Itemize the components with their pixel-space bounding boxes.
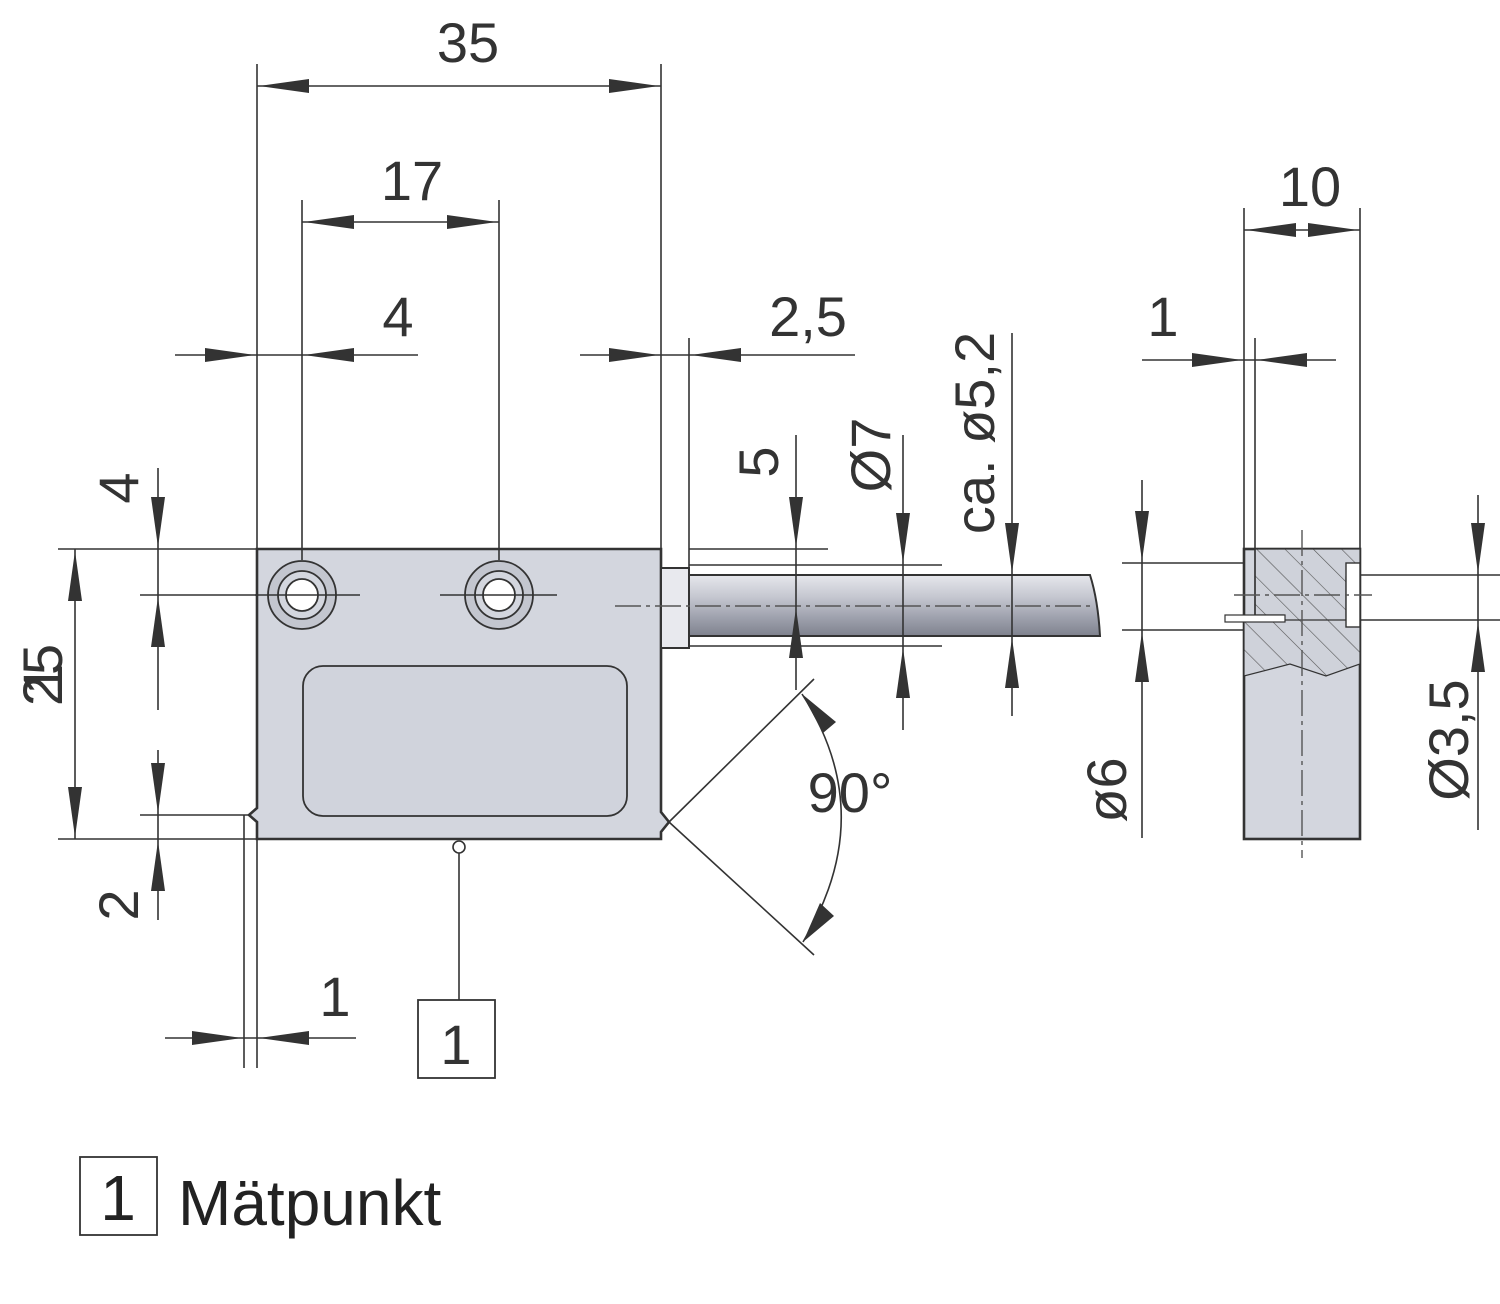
legend: 1 Mätpunkt xyxy=(79,1156,441,1239)
dim-4-vertical: 4 xyxy=(87,472,150,503)
dim-dia-6: ø6 xyxy=(1075,757,1138,822)
callout-measuring-point: 1 xyxy=(417,999,496,1079)
dim-25: 25 xyxy=(11,644,74,706)
dimension-labels: 35 17 4 2,5 10 1 1 90° 4 25 1 2 5 Ø7 ca.… xyxy=(11,11,1480,1028)
dim-2-vertical: 2 xyxy=(87,889,150,920)
label-area xyxy=(302,665,628,817)
dim-5: 5 xyxy=(727,446,790,477)
dim-dia-7: Ø7 xyxy=(839,418,902,493)
dim-1-notch: 1 xyxy=(319,965,350,1028)
dimension-lines xyxy=(58,64,1019,1068)
dim-17: 17 xyxy=(381,149,443,212)
cable-collar xyxy=(660,567,690,649)
dim-dia-5-2: ca. ø5,2 xyxy=(943,332,1006,534)
sensor-body xyxy=(247,547,1102,1000)
dim-90-angle: 90° xyxy=(808,761,893,824)
callout-number: 1 xyxy=(440,1013,471,1076)
dim-2-5: 2,5 xyxy=(769,285,847,348)
dim-1-wall: 1 xyxy=(1147,285,1178,348)
measuring-point-marker xyxy=(452,840,466,854)
dim-dia-3-5: Ø3,5 xyxy=(1417,679,1480,800)
legend-number: 1 xyxy=(100,1162,136,1234)
dim-10: 10 xyxy=(1279,155,1341,218)
cable xyxy=(688,574,1102,637)
dim-35: 35 xyxy=(437,11,499,74)
side-view xyxy=(1122,208,1500,858)
legend-text: Mätpunkt xyxy=(178,1167,441,1239)
dim-4-horizontal: 4 xyxy=(382,285,413,348)
dim-1-vertical: 1 xyxy=(11,664,74,695)
